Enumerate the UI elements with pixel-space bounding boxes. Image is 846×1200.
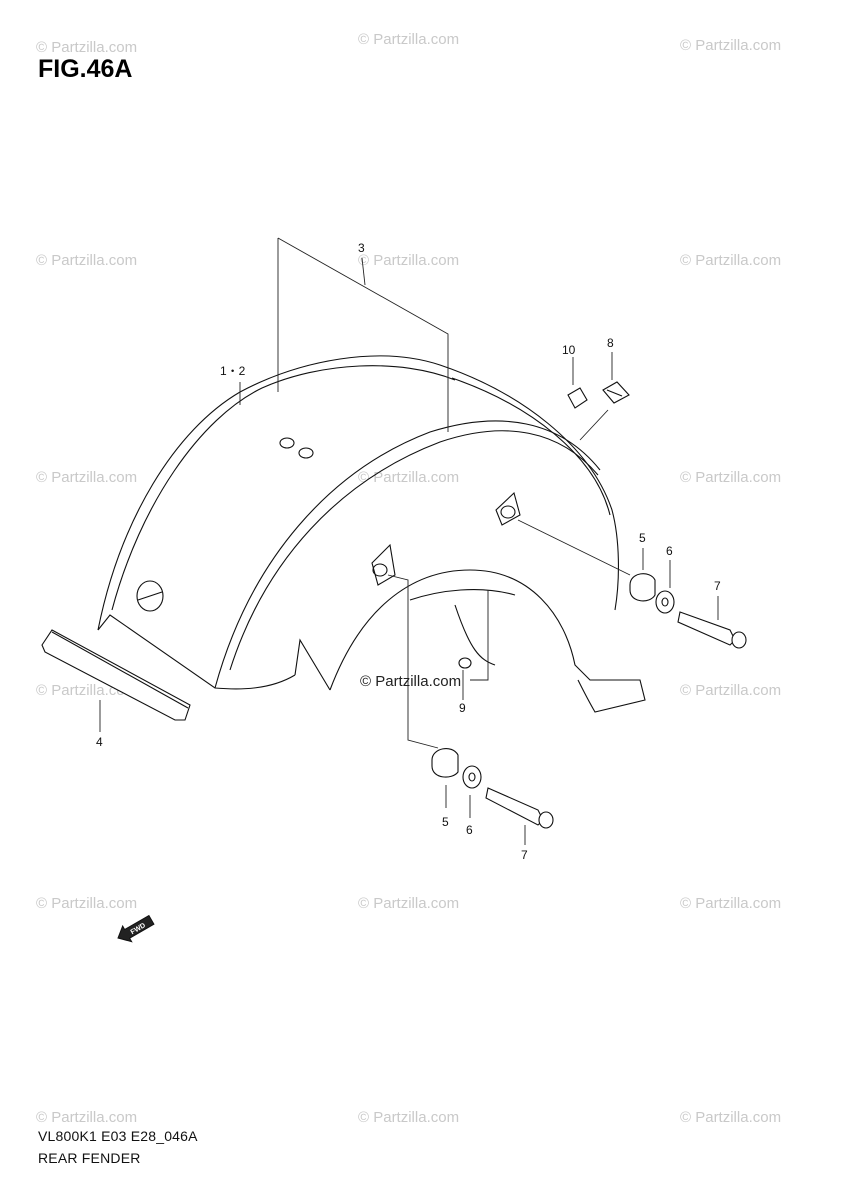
fender-mount-hole <box>136 580 164 612</box>
watermark: © Partzilla.com <box>358 31 459 48</box>
grommet-body <box>567 387 588 409</box>
watermark: © Partzilla.com <box>680 37 781 54</box>
watermark: © Partzilla.com <box>36 895 137 912</box>
watermark: © Partzilla.com <box>36 469 137 486</box>
watermark: © Partzilla.com <box>358 252 459 269</box>
callout-6-upper: 6 <box>666 544 673 558</box>
callout-3: 3 <box>358 241 365 255</box>
watermark: © Partzilla.com <box>358 1109 459 1126</box>
clip-hole <box>458 657 472 669</box>
part-3-frame <box>277 237 449 432</box>
leader-line <box>277 237 449 432</box>
watermark-layer: © Partzilla.com © Partzilla.com © Partzi… <box>36 31 781 1126</box>
fender-side-panel-top <box>214 420 601 689</box>
callout-7-lower: 7 <box>521 848 528 862</box>
callout-10: 10 <box>562 343 576 357</box>
callout-9: 9 <box>459 701 466 715</box>
spacer-5-upper <box>629 573 656 602</box>
leader-line <box>579 409 609 441</box>
grommet-ridge <box>606 389 623 397</box>
watermark: © Partzilla.com <box>36 1109 137 1126</box>
trim-strip-edge <box>51 631 189 709</box>
trim-strip-outline <box>41 629 191 721</box>
spacer-5-lower <box>431 748 459 778</box>
fender-arch-front <box>294 638 331 691</box>
grommet-body <box>602 381 630 404</box>
callout-8: 8 <box>607 336 614 350</box>
fender-bolt-boss <box>371 543 396 586</box>
fender-rear-lip <box>451 377 611 516</box>
leader-line <box>361 257 366 286</box>
fender-inner-fold <box>454 604 496 666</box>
watermark: © Partzilla.com <box>36 39 137 56</box>
leader-line <box>470 590 489 681</box>
washer-6-upper <box>655 590 675 614</box>
watermark: © Partzilla.com <box>358 895 459 912</box>
trim-strip-part <box>41 629 191 721</box>
rear-fender-part <box>97 355 646 713</box>
callout-6-lower: 6 <box>466 823 473 837</box>
callout-5-upper: 5 <box>639 531 646 545</box>
fender-outer-outline <box>97 355 619 631</box>
fwd-label: FWD <box>130 922 147 936</box>
bolt-head <box>538 811 554 829</box>
callout-7-upper: 7 <box>714 579 721 593</box>
watermark: © Partzilla.com <box>680 469 781 486</box>
callout-4: 4 <box>96 735 103 749</box>
fender-skirt-line <box>409 589 516 601</box>
fender-wheel-arch <box>329 569 646 713</box>
lower-fastener-set <box>387 574 554 845</box>
fender-mount-slot <box>137 591 163 601</box>
fender-bolt-hole <box>500 505 516 519</box>
callout-1-2: 1・2 <box>220 364 246 378</box>
callout-labels: 1・2 3 4 5 6 7 5 6 7 8 9 10 <box>96 241 721 862</box>
fender-inner-edge <box>111 365 456 611</box>
fwd-arrow: FWD <box>117 914 155 943</box>
watermark: © Partzilla.com <box>680 895 781 912</box>
fender-hole <box>279 437 295 449</box>
fender-side-panel-inner <box>229 430 599 671</box>
washer-hole <box>661 597 669 607</box>
grommet-10 <box>567 357 588 409</box>
bolt-7-upper <box>677 611 736 646</box>
grommet-8 <box>579 352 630 441</box>
washer-hole <box>468 772 476 782</box>
upper-fastener-set <box>517 519 747 649</box>
callout-5-lower: 5 <box>442 815 449 829</box>
fender-bolt-hole <box>372 563 388 577</box>
washer-6-lower <box>462 765 482 789</box>
watermark: © Partzilla.com <box>358 469 459 486</box>
watermark: © Partzilla.com <box>680 252 781 269</box>
diagram-name: REAR FENDER <box>38 1150 141 1166</box>
diagram-code: VL800K1 E03 E28_046A <box>38 1128 198 1144</box>
figure-title: FIG.46A <box>38 55 133 83</box>
center-watermark: © Partzilla.com <box>360 673 461 690</box>
bolt-7-lower <box>485 787 544 826</box>
leader-line <box>387 574 439 749</box>
leader-line <box>517 519 631 576</box>
fwd-arrow-icon <box>117 914 155 943</box>
fender-bolt-boss <box>495 491 521 526</box>
watermark: © Partzilla.com <box>680 682 781 699</box>
bolt-head <box>731 631 747 649</box>
watermark: © Partzilla.com <box>680 1109 781 1126</box>
watermark: © Partzilla.com <box>36 252 137 269</box>
fender-hole <box>298 447 314 459</box>
